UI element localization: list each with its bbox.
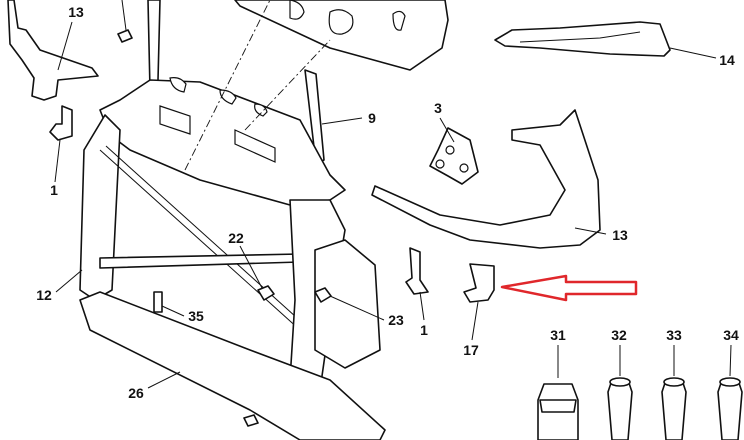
label-32: 32 [611,327,627,343]
label-31: 31 [550,327,566,343]
part-35-stud [153,291,163,313]
part-31-plug [537,383,579,440]
part-1-left-bracket [49,105,73,141]
part-34-plug [717,377,743,440]
part-13-left-bracket [7,0,99,101]
label-22: 22 [228,230,244,246]
label-12: 12 [36,287,52,303]
label-26: 26 [128,385,144,401]
part-33-plug [661,377,687,440]
cross-tube [99,253,301,269]
label-1-right: 1 [420,322,428,338]
bolt-22 [257,285,275,301]
label-9: 9 [368,110,376,126]
highlight-arrow [500,274,638,302]
label-23: 23 [388,312,404,328]
part-32-plug [607,377,633,440]
label-13-left: 13 [68,4,84,20]
part-3-plate [429,127,479,185]
label-17: 17 [463,342,479,358]
label-3: 3 [434,100,442,116]
bolt-bottom [243,414,259,427]
label-34: 34 [723,327,739,343]
label-33: 33 [666,327,682,343]
part-13-right-bracket [371,109,601,249]
label-14: 14 [719,52,735,68]
label-1-left: 1 [50,182,58,198]
upright-left [147,0,161,91]
label-35: 35 [188,308,204,324]
label-13-right: 13 [612,227,628,243]
leader-lines [54,21,732,389]
part-26-lower-cross-member [79,291,386,440]
screw [117,29,133,43]
part-17-bracket [463,263,495,303]
part-12-side-member [79,114,121,301]
part-9-upright [304,69,325,165]
part-1-right-bracket [405,247,429,295]
